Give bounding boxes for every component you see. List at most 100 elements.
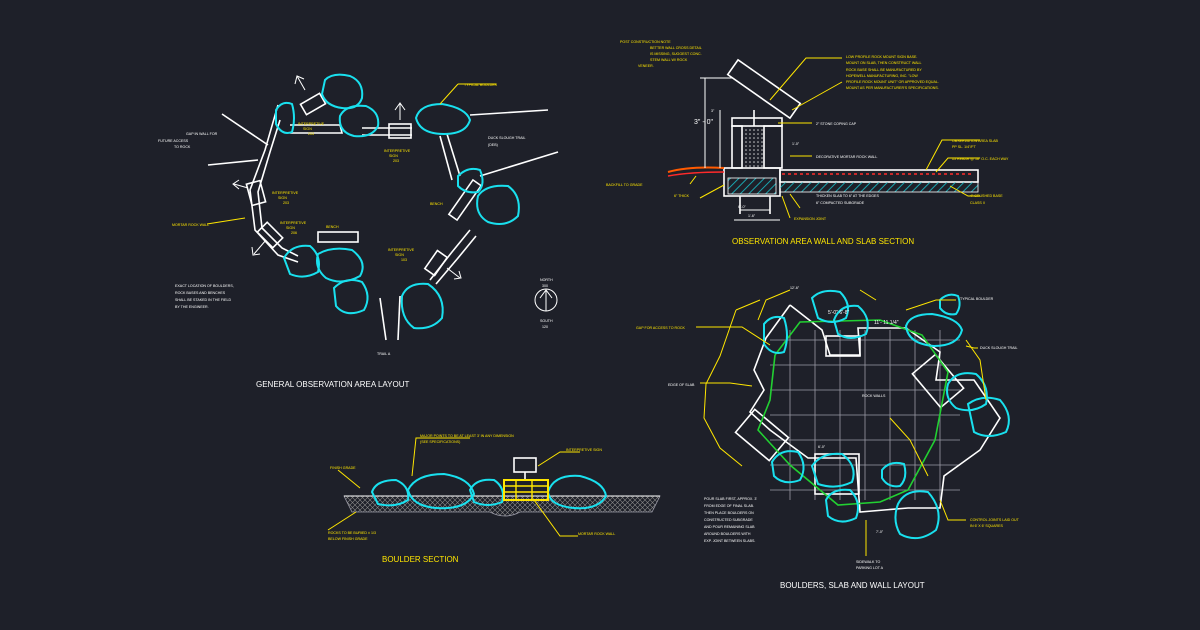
pour-note-1: POUR SLAB FIRST, APPROX. 3' [704, 497, 757, 501]
layout-note-1: EXACT LOCATION OF BOULDERS, [175, 284, 234, 288]
label-interp-sign: INTERPRETIVE SIGN [566, 448, 602, 452]
layout-note-3: SHALL BE STAKED IN THE FIELD [175, 298, 231, 302]
label-interp-2b: SIGN [389, 154, 398, 158]
mortar-rock-wall [439, 135, 453, 181]
aggregate-base [779, 181, 979, 193]
post-note-4: STEM WALL W/ ROCK [650, 58, 688, 62]
north-arrow-icon [534, 288, 558, 312]
label-rock-walls: ROCK WALLS [862, 394, 886, 398]
label-interp-5c: 103 [401, 258, 407, 262]
boulder-section-annotations: MAJOR POINTS TO BE AT LEAST 3' IN ANY DI… [328, 434, 615, 564]
post-note-1: POST CONSTRUCTION NOTE [620, 40, 671, 44]
sign-note-4: HOPEWELL MANUFACTURING, INC. "LOW [846, 74, 918, 78]
dim-e: 7'-0" [876, 530, 884, 534]
label-interp-2: INTERPRETIVE [384, 149, 411, 153]
label-interp-1: INTERPRETIVE [298, 122, 325, 126]
trail-line [207, 159, 259, 166]
wall-segment [734, 408, 790, 462]
label-major-points-2: (SEE SPECIFICATIONS) [420, 440, 460, 444]
label-duck-slough-2: DUCK SLOUGH TRAIL [980, 346, 1017, 350]
view-arrow-icon [232, 75, 462, 280]
wall-core [741, 125, 765, 169]
trail-line [221, 113, 269, 146]
wall-face [763, 125, 783, 169]
label-interp-1c: 203 [308, 132, 314, 136]
label-agg-base: 4" CRUSHED BASE [970, 194, 1003, 198]
trail-line [379, 297, 387, 341]
title-slab-layout: BOULDERS, SLAB AND WALL LAYOUT [780, 581, 925, 590]
label-interp-3c: 203 [283, 201, 289, 205]
sign-note-6: MOUNT AS PER MANUFACTURER'S SPECIFICATIO… [846, 86, 939, 90]
mortar-rock-wall [290, 124, 344, 134]
interpretive-sign-box [299, 92, 327, 116]
label-sidewalk-2: PARKING LOT A [856, 566, 884, 570]
mortar-rock-wall [435, 235, 477, 285]
sign-note-5: PROFILE ROCK MOUNT UNIT" OR APPROVED EQU… [846, 80, 939, 84]
sign-panel [726, 58, 802, 120]
slab-layout-plan [696, 289, 1010, 556]
mortar-rock-wall [446, 133, 461, 177]
dim-wall-height: 3" - 0" [694, 119, 713, 126]
label-interp-4c: 206 [291, 231, 297, 235]
bench [317, 231, 359, 243]
wall-slab-section [667, 57, 980, 221]
pour-note-3: THEN PLACE BOULDERS ON [704, 511, 754, 515]
dim-d: 6'-0" [818, 445, 826, 449]
label-mortar-wall-section: MORTAR ROCK WALL [578, 532, 615, 536]
label-interp-5: INTERPRETIVE [388, 248, 415, 252]
layout-note-2: ROCK BASES AND BENCHES [175, 291, 226, 295]
label-duck-slough-trail-2: (DEB) [488, 143, 498, 147]
boulder-group [275, 73, 520, 330]
label-typical-boulder: TYPICAL BOULDER [464, 83, 498, 87]
label-agg-base-2: CLASS II [970, 201, 985, 205]
label-thick: 6" THICK [674, 194, 690, 198]
label-interp-1b: SIGN [303, 127, 312, 131]
pour-note-2: FROM EDGE OF FINAL SLAB. [704, 504, 754, 508]
label-rocks-buried: ROCKS TO BE BURIED ± 1/3 [328, 531, 376, 535]
dim-coping: 3" [711, 109, 715, 113]
mortar-rock-wall [257, 119, 299, 257]
label-compacted: 6" COMPACTED SUBGRADE [816, 201, 865, 205]
label-interp-3: INTERPRETIVE [272, 191, 299, 195]
sign-note-3: ROCK BASE SHALL BE MANUFACTURED BY [846, 68, 922, 72]
interpretive-sign-box [388, 123, 412, 139]
interpretive-sign-box [256, 221, 284, 249]
label-gap-wall-3: TO ROCK [174, 145, 191, 149]
dim-1: 1'-0" [792, 142, 800, 146]
pour-note-6: AROUND BOULDERS WITH [704, 532, 751, 536]
label-thicken: THICKEN SLAB TO 6" AT THE EDGES [816, 194, 879, 198]
label-gap-access: GAP FOR ACCESS TO ROCK [636, 326, 686, 330]
pour-note-4: CONSTRUCTED SUBGRADE [704, 518, 753, 522]
post-note-5: VENEER. [638, 64, 654, 68]
slab-layout-annotations: GAP FOR ACCESS TO ROCK EDGE OF SLAB TYPI… [636, 286, 1020, 590]
label-duck-slough-trail: DUCK SLOUGH TRAIL [488, 136, 525, 140]
label-mortar-wall: MORTAR ROCK WALL [172, 223, 209, 227]
trail-line [397, 295, 401, 341]
label-interp-3b: SIGN [278, 196, 287, 200]
mortar-rock-wall [249, 104, 299, 263]
interpretive-sign-box [825, 335, 861, 357]
control-joint-grid [770, 330, 960, 500]
coping-cap [731, 117, 783, 127]
label-backfill: BACKFILL TO GRADE [606, 183, 643, 187]
sign-note-1: LOW PROFILE ROCK MOUNT SIGN BASE. [846, 55, 917, 59]
post-note-2: BETTER WALL CROSS DETAIL [650, 46, 702, 50]
trail-line [469, 109, 549, 116]
dim-a: 5'-0" 6'-8" [828, 310, 850, 316]
label-rebar: #3 REBAR @ 18" O.C. EACH WAY [952, 157, 1009, 161]
label-interp-5b: SIGN [395, 253, 404, 257]
label-gap-wall-2: FUTURE ACCESS [158, 139, 189, 143]
bench [447, 178, 483, 222]
label-finish-grade: FINISH GRADE [330, 466, 356, 470]
label-dec-wall: DECORATIVE MORTAR ROCK WALL [816, 155, 877, 159]
label-south: SOUTH [540, 319, 553, 323]
label-major-points: MAJOR POINTS TO BE AT LEAST 3' IN ANY DI… [420, 434, 514, 438]
general-layout-plan [207, 73, 559, 341]
interpretive-sign-box [814, 453, 860, 495]
label-bench-2: BENCH [430, 202, 443, 206]
label-control-joints-2: IN 6' X 6' SQUARES [970, 524, 1004, 528]
layout-note-4: BY THE ENGINEER. [175, 305, 209, 309]
ground-section [343, 495, 661, 517]
label-obs-slab: OBSERVATION AREA SLAB [952, 139, 999, 143]
label-gap-wall: GAP IN WALL FOR [186, 132, 218, 136]
